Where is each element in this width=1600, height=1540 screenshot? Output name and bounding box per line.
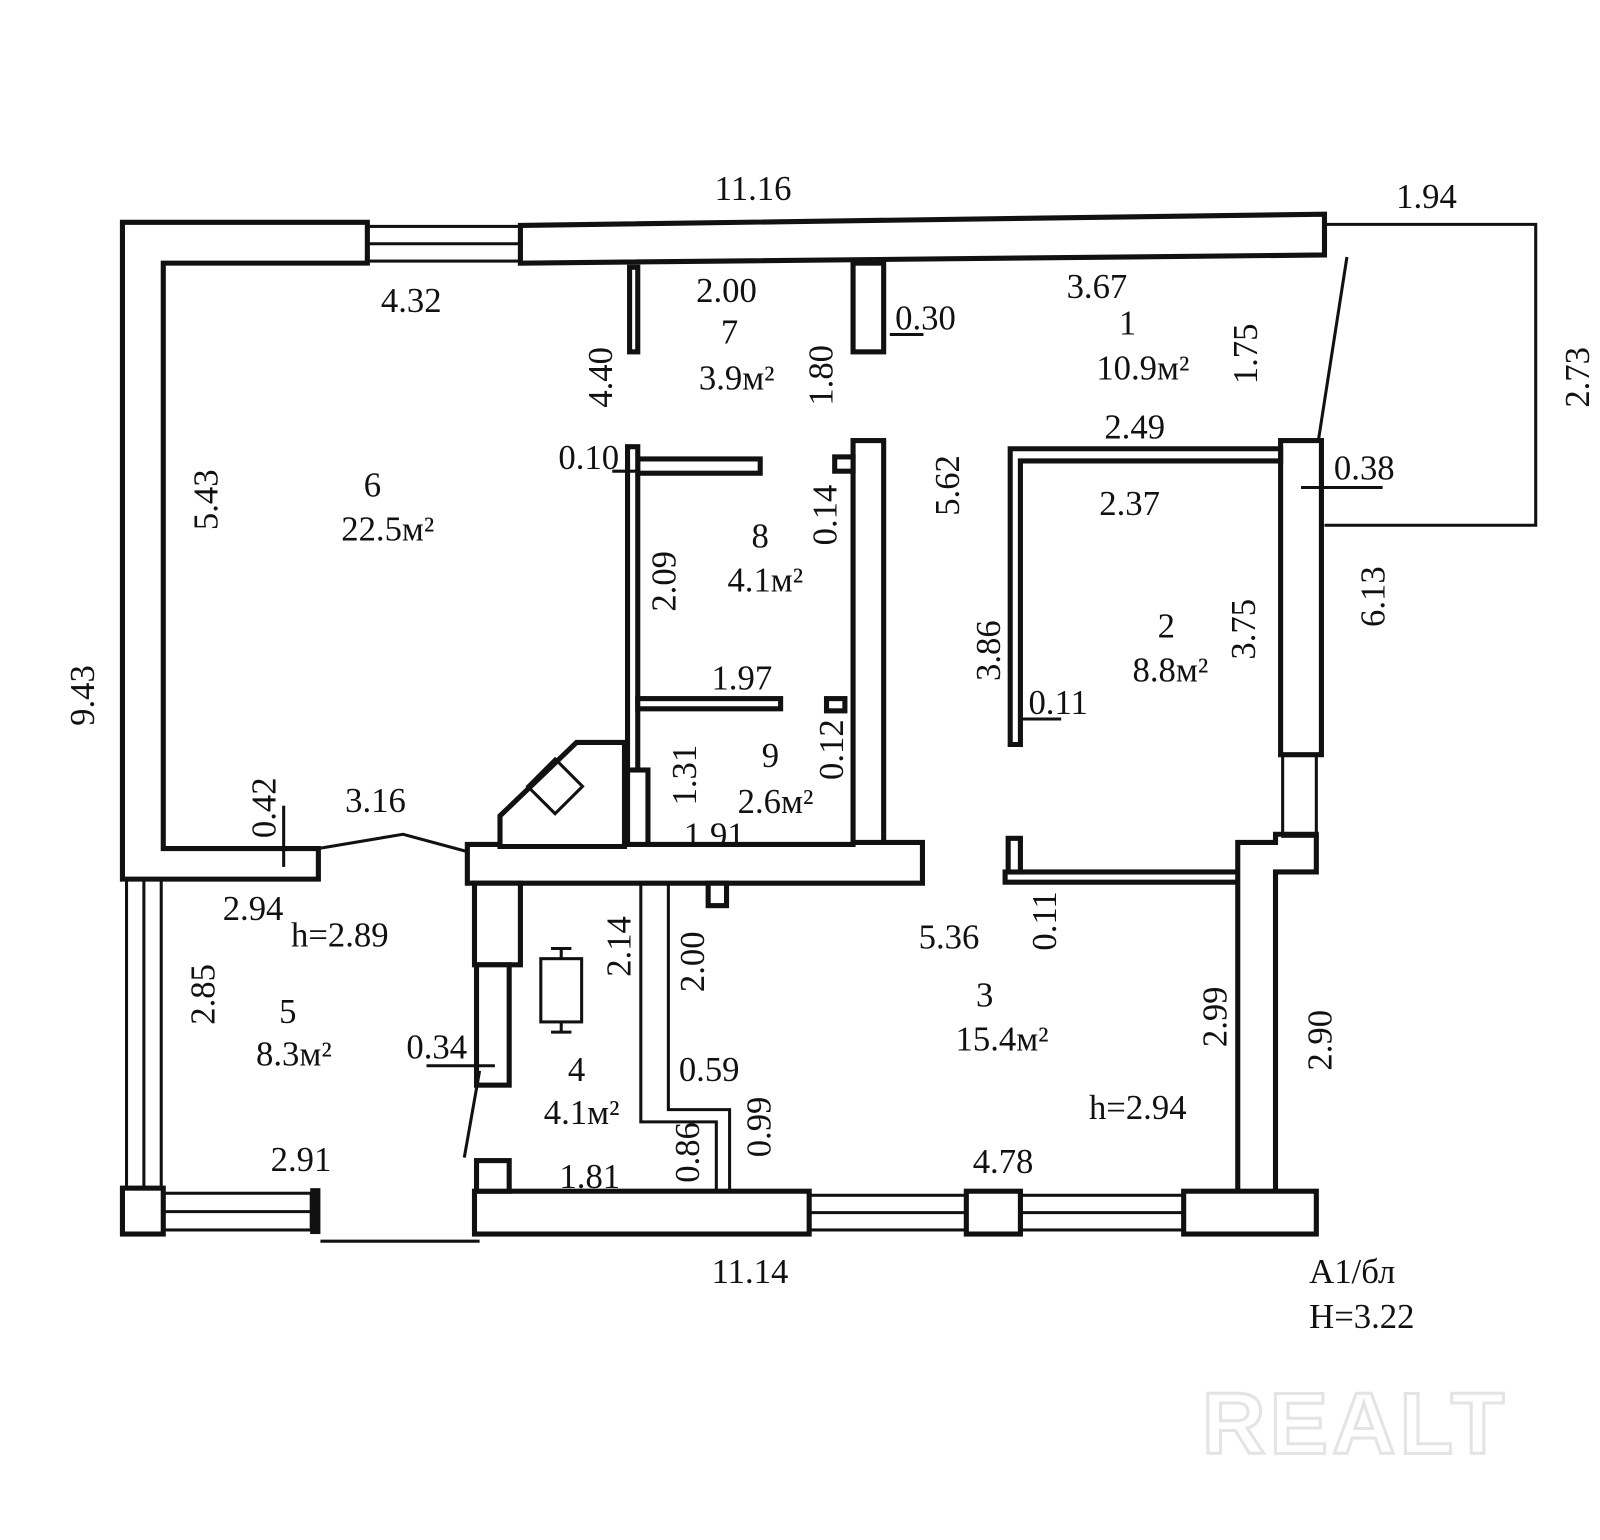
watermark-logo: REALT <box>1202 1374 1508 1472</box>
dim-3-75: 3.75 <box>1224 599 1263 660</box>
room-7-area: 3.9м² <box>699 359 775 398</box>
dim-5-62: 5.62 <box>928 455 967 516</box>
dim-1-75: 1.75 <box>1226 324 1265 385</box>
dim-1-91: 1.91 <box>684 815 745 854</box>
dim-0-12: 0.12 <box>812 719 851 780</box>
room-1-number: 1 <box>1119 304 1136 343</box>
dim-0-59: 0.59 <box>679 1050 740 1089</box>
dim-1-80: 1.80 <box>802 345 841 406</box>
dim-0-30: 0.30 <box>895 298 956 337</box>
dim-1-31: 1.31 <box>665 745 704 806</box>
appliance-icon <box>539 946 584 1034</box>
room-6-area: 22.5м² <box>341 510 434 549</box>
dimension-ticks <box>282 332 1383 1068</box>
dim-4-78: 4.78 <box>973 1142 1034 1181</box>
balcony-outline <box>1316 222 1538 527</box>
room-8-number: 8 <box>752 517 769 556</box>
dim-4-32: 4.32 <box>381 281 442 320</box>
room-4-area: 4.1м² <box>544 1093 620 1132</box>
room-6-number: 6 <box>364 466 381 505</box>
dim-0-99: 0.99 <box>739 1097 778 1158</box>
room-2-area: 8.8м² <box>1133 650 1209 689</box>
doors <box>318 832 482 1243</box>
dim-4-40: 4.40 <box>581 347 620 408</box>
dim-2-09: 2.09 <box>645 551 684 612</box>
dim-2-00-top: 2.00 <box>696 271 757 310</box>
room-4-number: 4 <box>568 1050 585 1089</box>
dim-0-38: 0.38 <box>1334 448 1395 487</box>
dim-top: 11.16 <box>715 169 792 208</box>
dim-0-34: 0.34 <box>406 1028 467 1067</box>
walls <box>119 211 1328 1237</box>
room-3-area: 15.4м² <box>956 1019 1049 1058</box>
room-7-number: 7 <box>721 313 738 352</box>
room-5-number: 5 <box>279 992 296 1031</box>
room-3-height: h=2.94 <box>1089 1088 1187 1127</box>
dim-2-94: 2.94 <box>223 889 284 928</box>
dim-bottom: 11.14 <box>712 1252 789 1291</box>
room-3-number: 3 <box>976 976 993 1015</box>
room-9-number: 9 <box>762 736 779 775</box>
dim-0-11-b: 0.11 <box>1025 891 1064 950</box>
dim-2-14: 2.14 <box>600 916 639 977</box>
dim-1-81: 1.81 <box>559 1157 620 1196</box>
dim-2-37: 2.37 <box>1099 484 1160 523</box>
windows <box>125 224 1318 1232</box>
dim-0-10: 0.10 <box>558 438 619 477</box>
room-8-area: 4.1м² <box>727 561 803 600</box>
plan-height: H=3.22 <box>1309 1297 1414 1336</box>
plan-code: A1/бл <box>1309 1252 1395 1291</box>
dim-left: 9.43 <box>63 665 102 726</box>
dim-1-97: 1.97 <box>711 658 772 697</box>
dim-balcony-height: 2.73 <box>1558 347 1597 408</box>
dim-3-86: 3.86 <box>969 620 1008 681</box>
dim-2-85: 2.85 <box>183 964 222 1025</box>
dim-3-67: 3.67 <box>1067 267 1128 306</box>
dim-0-14: 0.14 <box>806 485 845 546</box>
dim-balcony-width: 1.94 <box>1396 177 1457 216</box>
room-5-height: h=2.89 <box>291 915 389 954</box>
dim-0-42: 0.42 <box>245 777 284 838</box>
dim-3-16: 3.16 <box>345 781 406 820</box>
dim-5-43: 5.43 <box>186 469 225 530</box>
dim-2-91: 2.91 <box>271 1140 332 1179</box>
dim-2-00-mid: 2.00 <box>673 931 712 992</box>
room-5-area: 8.3м² <box>256 1035 332 1074</box>
dim-2-49: 2.49 <box>1104 408 1165 447</box>
plan-info: A1/бл H=3.22 <box>1309 1252 1414 1336</box>
room-2-number: 2 <box>1158 606 1175 645</box>
dimension-labels: 11.16 1.94 4.32 2.00 0.30 3.67 0.10 2.49… <box>63 169 1597 1291</box>
room-9-area: 2.6м² <box>738 782 814 821</box>
room-1-area: 10.9м² <box>1096 348 1189 387</box>
dim-6-13: 6.13 <box>1354 566 1393 627</box>
room-labels: 1 10.9м² 2 8.8м² 3 15.4м² h=2.94 4 4.1м²… <box>256 304 1208 1132</box>
dim-0-86: 0.86 <box>668 1122 707 1183</box>
dim-2-99: 2.99 <box>1196 986 1235 1047</box>
dim-0-11-a: 0.11 <box>1028 683 1087 722</box>
dim-2-90: 2.90 <box>1301 1010 1340 1071</box>
dim-5-36: 5.36 <box>919 917 980 956</box>
